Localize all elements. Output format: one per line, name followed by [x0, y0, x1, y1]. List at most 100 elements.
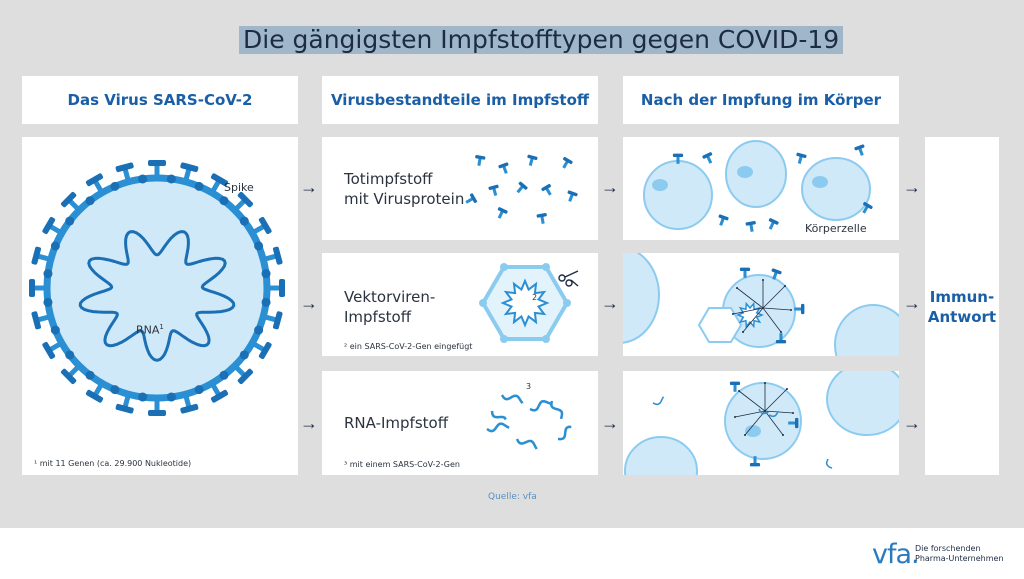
arrow-icon: → — [903, 177, 921, 197]
logo-tagline-line2: Pharma-Unternehmen — [915, 554, 1004, 563]
immune-response-label: Immun- Antwort — [925, 287, 999, 327]
spike-protein-icon — [475, 154, 486, 166]
membrane-dot — [50, 241, 60, 251]
spike-protein-icon — [516, 181, 528, 194]
spike-icon — [268, 279, 285, 297]
capsid-vertex — [479, 299, 487, 307]
spike-protein-icon — [775, 333, 787, 344]
spike-protein-icon — [465, 193, 478, 204]
virus-footnote: ¹ mit 11 Genen (ca. 29.900 Nukleotide) — [34, 459, 192, 468]
capsid-vertex — [500, 263, 508, 271]
expression-arrow — [736, 287, 764, 309]
body-cells-illustration — [643, 140, 873, 232]
membrane-dot — [50, 325, 60, 335]
spike-protein-icon — [541, 183, 552, 196]
expression-arrow — [732, 307, 764, 315]
spike-protein-icon — [854, 144, 865, 156]
spike-protein-icon — [862, 201, 873, 214]
spike-protein-icon — [729, 381, 741, 392]
spike-protein-icon — [536, 212, 547, 224]
expression-arrow — [762, 307, 792, 311]
spike-protein-icon — [672, 153, 684, 164]
spike-protein-icon — [749, 456, 761, 467]
arrow-icon: → — [300, 177, 318, 197]
expression-arrow — [738, 390, 766, 412]
vaccine-label-line2: mit Virusprotein — [344, 190, 465, 208]
membrane-dot — [138, 392, 148, 402]
arrow-icon: → — [601, 177, 619, 197]
spike-protein-icon — [702, 152, 713, 164]
membrane-dot — [261, 269, 271, 279]
expression-arrow — [764, 388, 788, 412]
spike-protein-icon — [488, 184, 499, 196]
rna-strand-icon — [758, 408, 769, 415]
rna-strand-icon — [515, 438, 538, 450]
body-cell-label: Körperzelle — [805, 222, 867, 235]
arrow-icon: → — [601, 413, 619, 433]
result-box-inactivated: Körperzelle — [623, 137, 899, 240]
membrane-dot — [65, 350, 75, 360]
rna-footnote-marker: 1 — [159, 323, 164, 331]
gene-marker: 2 — [532, 293, 538, 302]
spike-protein-icon — [745, 220, 756, 232]
rna-strand-icon — [529, 400, 552, 412]
result-box-vector — [623, 253, 899, 356]
spike-protein-icon — [771, 268, 782, 280]
rna-strand-icon — [550, 400, 564, 420]
arrow-icon: → — [903, 293, 921, 313]
spike-protein-icon — [527, 154, 538, 166]
spike-label: Spike — [224, 181, 254, 194]
rna-strand-icon — [500, 394, 524, 404]
immune-response-box: Immun- Antwort — [925, 137, 999, 475]
expression-arrow — [764, 410, 784, 436]
rna-strand-icon — [768, 410, 779, 418]
membrane-dot — [261, 297, 271, 307]
virus-panel: Spike RNA1 ¹ mit 11 Genen (ca. 29.900 Nu… — [22, 137, 298, 475]
spike-protein-icon — [567, 190, 578, 202]
virus-illustration — [29, 160, 285, 416]
immune-line2: Antwort — [927, 308, 997, 326]
spike-icon — [148, 160, 166, 177]
spike-protein-icon — [497, 207, 508, 219]
membrane-dot — [110, 181, 120, 191]
arrow-icon: → — [300, 413, 318, 433]
vaccine-label-line1: RNA-Impfstoff — [344, 414, 449, 432]
membrane-dot — [239, 216, 249, 226]
logo-tagline-line1: Die forschenden — [915, 544, 981, 553]
vaccine-label-line2: Impfstoff — [344, 308, 412, 326]
spike-icon — [148, 399, 166, 416]
vector-footnote: ² ein SARS-CoV-2-Gen eingefügt — [344, 342, 473, 351]
footer-bar — [0, 528, 1024, 579]
vaccine-box-inactivated: Totimpfstoff mit Virusprotein — [322, 137, 598, 240]
membrane-dot — [43, 269, 53, 279]
membrane-dot — [219, 370, 229, 380]
rna-label-text: RNA — [136, 323, 160, 337]
vaccine-box-vector: Vektorviren- Impfstoff ² ein SARS-CoV-2-… — [322, 253, 598, 356]
page-title: Die gängigsten Impfstofftypen gegen COVI… — [239, 26, 844, 54]
membrane-dot — [65, 216, 75, 226]
rna-strand-icon — [825, 458, 833, 469]
membrane-dot — [85, 370, 95, 380]
rna-label: RNA1 — [136, 323, 164, 337]
spike-protein-icon — [794, 303, 805, 315]
capsid-vertex — [542, 263, 550, 271]
spike-protein-icon — [768, 218, 779, 230]
spike-protein-icon — [739, 267, 751, 278]
rna-strand-icon — [486, 422, 510, 433]
expression-arrow — [742, 307, 764, 333]
expression-arrow — [764, 410, 794, 414]
protein-illustration — [465, 154, 578, 224]
capsid-vertex — [542, 335, 550, 343]
expression-arrow — [762, 285, 786, 309]
column-header-virus: Das Virus SARS-CoV-2 — [22, 76, 298, 124]
result-box-rna — [623, 371, 899, 475]
arrow-icon: → — [601, 293, 619, 313]
spike-protein-icon — [788, 417, 799, 429]
source-credit: Quelle: vfa — [488, 492, 537, 502]
membrane-dot — [138, 174, 148, 184]
rna-strand-icon — [557, 425, 572, 441]
spike-protein-icon — [796, 152, 807, 164]
spike-icon — [29, 279, 46, 297]
membrane-dot — [194, 181, 204, 191]
membrane-dot — [254, 325, 264, 335]
